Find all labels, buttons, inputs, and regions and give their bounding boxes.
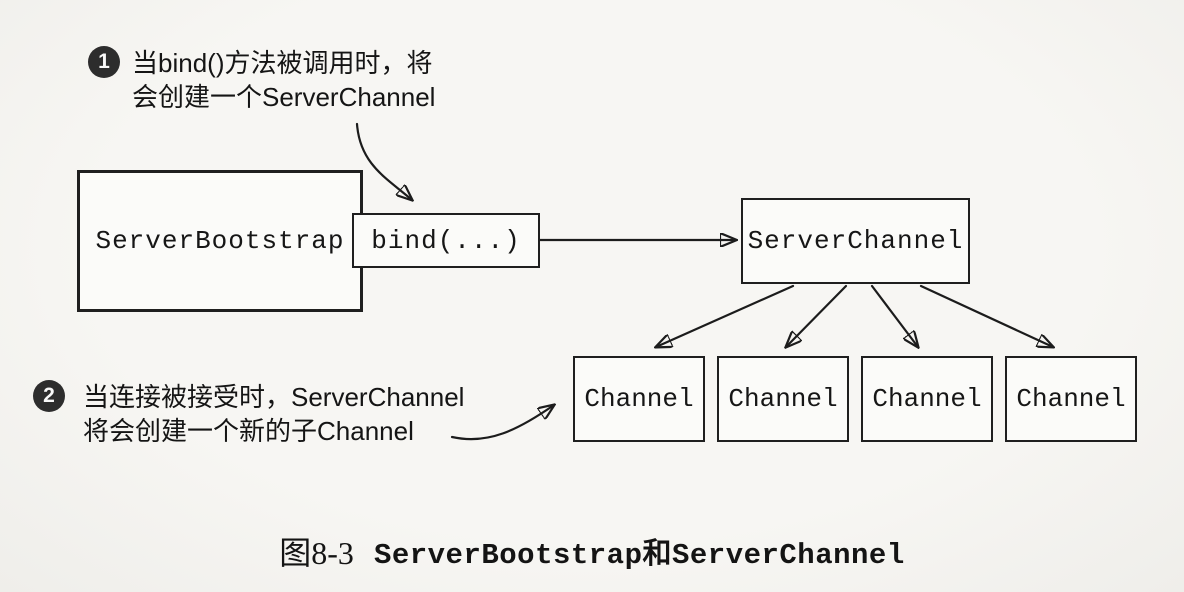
- fan-arrow-2: [786, 284, 848, 347]
- callout1-badge: 1: [88, 46, 120, 78]
- fan-arrow-3: [870, 284, 918, 347]
- server-bootstrap-box: ServerBootstrap: [77, 170, 363, 312]
- callout2-curved-arrow: [450, 405, 554, 441]
- callout2-line2: 将会创建一个新的子Channel: [83, 416, 414, 446]
- fan-arrow-4: [919, 284, 1053, 347]
- callout1-line2: 会创建一个ServerChannel: [132, 82, 436, 112]
- callout2-badge: 2: [33, 380, 65, 412]
- callout1-line1: 当bind()方法被调用时，将: [132, 48, 433, 78]
- figure-caption-title: ServerBootstrap和ServerChannel: [373, 539, 905, 572]
- server-channel-box: ServerChannel: [741, 198, 970, 284]
- figure-caption-label: 图8-3: [279, 535, 354, 571]
- callout1-curved-arrow: [355, 122, 412, 200]
- channel-box-3: Channel: [861, 356, 993, 442]
- callout1-text: 当bind()方法被调用时，将 会创建一个ServerChannel: [132, 46, 435, 114]
- channel-box-2: Channel: [717, 356, 849, 442]
- fan-arrow-1: [656, 284, 795, 347]
- channel-box-4: Channel: [1005, 356, 1137, 442]
- callout2-line1: 当连接被接受时，ServerChannel: [83, 382, 465, 412]
- callout2-text: 当连接被接受时，ServerChannel 将会创建一个新的子Channel: [83, 380, 464, 448]
- bind-method-box: bind(...): [352, 213, 540, 268]
- channel-box-1: Channel: [573, 356, 705, 442]
- figure-caption: 图8-3 ServerBootstrap和ServerChannel: [0, 528, 1184, 574]
